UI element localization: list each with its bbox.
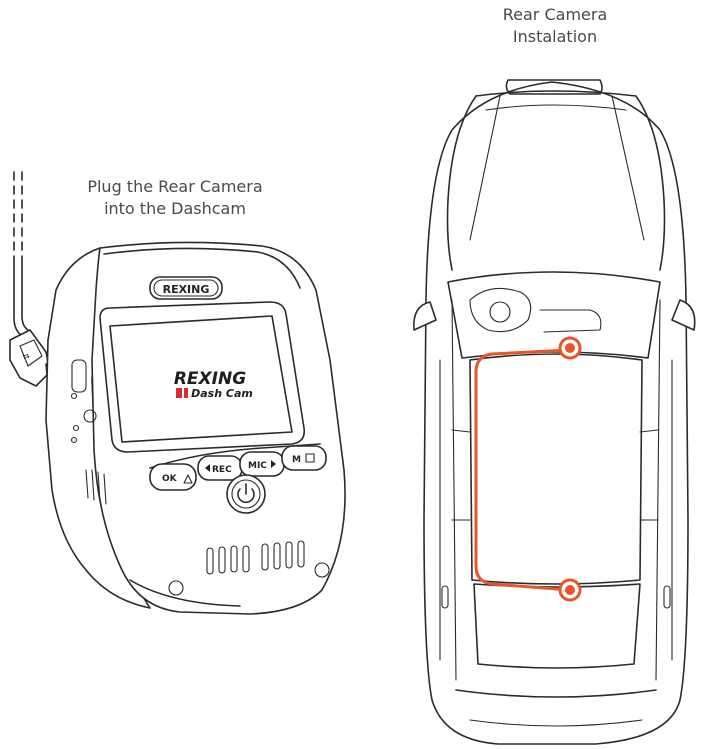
plug-caption-line-2: into the Dashcam (104, 199, 246, 218)
mic-button[interactable]: MIC (239, 451, 285, 477)
dashcam-illustration: ⇆ REXING REXING Dash Cam (9, 171, 346, 615)
plug-rear-camera-caption: Plug the Rear Camera into the Dashcam (70, 176, 280, 220)
screen-logo-top: REXING (174, 369, 246, 389)
ok-button-label: OK (162, 474, 178, 484)
front-windshield (447, 271, 661, 359)
rear-camera-point (558, 578, 582, 602)
rec-button[interactable]: REC (197, 455, 243, 481)
plug-caption-line-1: Plug the Rear Camera (87, 177, 263, 196)
dashcam-screen (109, 315, 293, 443)
svg-text:⇆: ⇆ (21, 351, 31, 362)
rear-caption-line-1: Rear Camera (502, 5, 608, 24)
left-mirror (413, 301, 437, 331)
usb-port (71, 359, 87, 393)
screen-logo-bottom: Dash Cam (191, 387, 253, 400)
dashcam-buttons: OK REC MIC M (149, 445, 327, 491)
play-icon (271, 460, 276, 468)
car-illustration (413, 79, 696, 745)
power-icon (237, 483, 255, 504)
front-vents (206, 540, 305, 575)
brand-badge-text: REXING (163, 283, 210, 296)
rec-button-label: REC (212, 465, 232, 475)
mic-button-label: MIC (248, 461, 267, 471)
screen-logo: REXING Dash Cam (174, 369, 253, 400)
rear-camera-cable-route (474, 336, 582, 602)
side-button (83, 409, 97, 423)
brand-badge: REXING (149, 276, 223, 300)
side-vents (85, 469, 107, 505)
m-button[interactable]: M (281, 445, 327, 471)
right-mirror (671, 299, 696, 331)
ok-button[interactable]: OK (149, 463, 197, 491)
rear-windshield (473, 583, 641, 669)
rear-camera-cable (13, 171, 29, 337)
power-button[interactable] (226, 474, 266, 514)
rear-camera-installation-caption: Rear Camera Instalation (470, 4, 640, 48)
m-button-label: M (292, 455, 301, 465)
car-roof (469, 353, 643, 585)
front-camera-point (558, 336, 582, 360)
rear-caption-line-2: Instalation (512, 27, 598, 46)
